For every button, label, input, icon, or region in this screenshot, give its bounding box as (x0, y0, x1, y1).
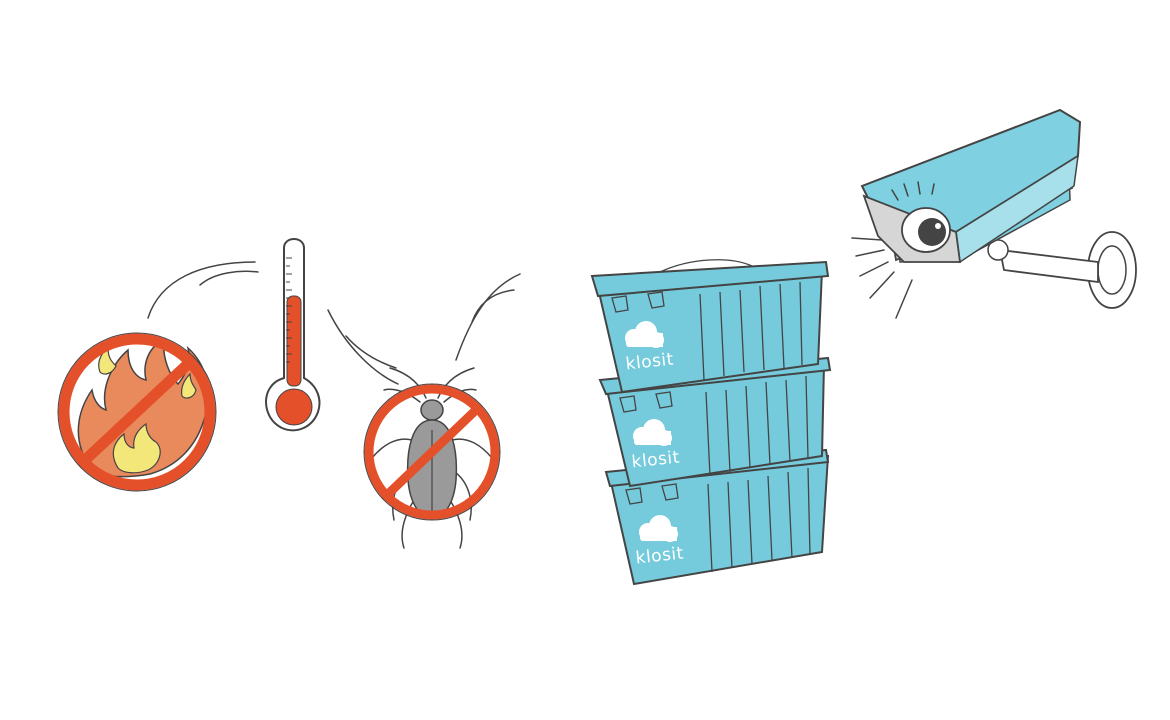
thermometer-icon (265, 238, 321, 432)
storage-boxes-icon: klosit klosit (590, 259, 832, 586)
no-cockroach-icon (363, 367, 501, 549)
security-camera-icon (851, 108, 1137, 319)
no-fire-icon (57, 332, 217, 492)
motion-lines (147, 261, 521, 385)
storage-box-top: klosit (590, 259, 830, 394)
